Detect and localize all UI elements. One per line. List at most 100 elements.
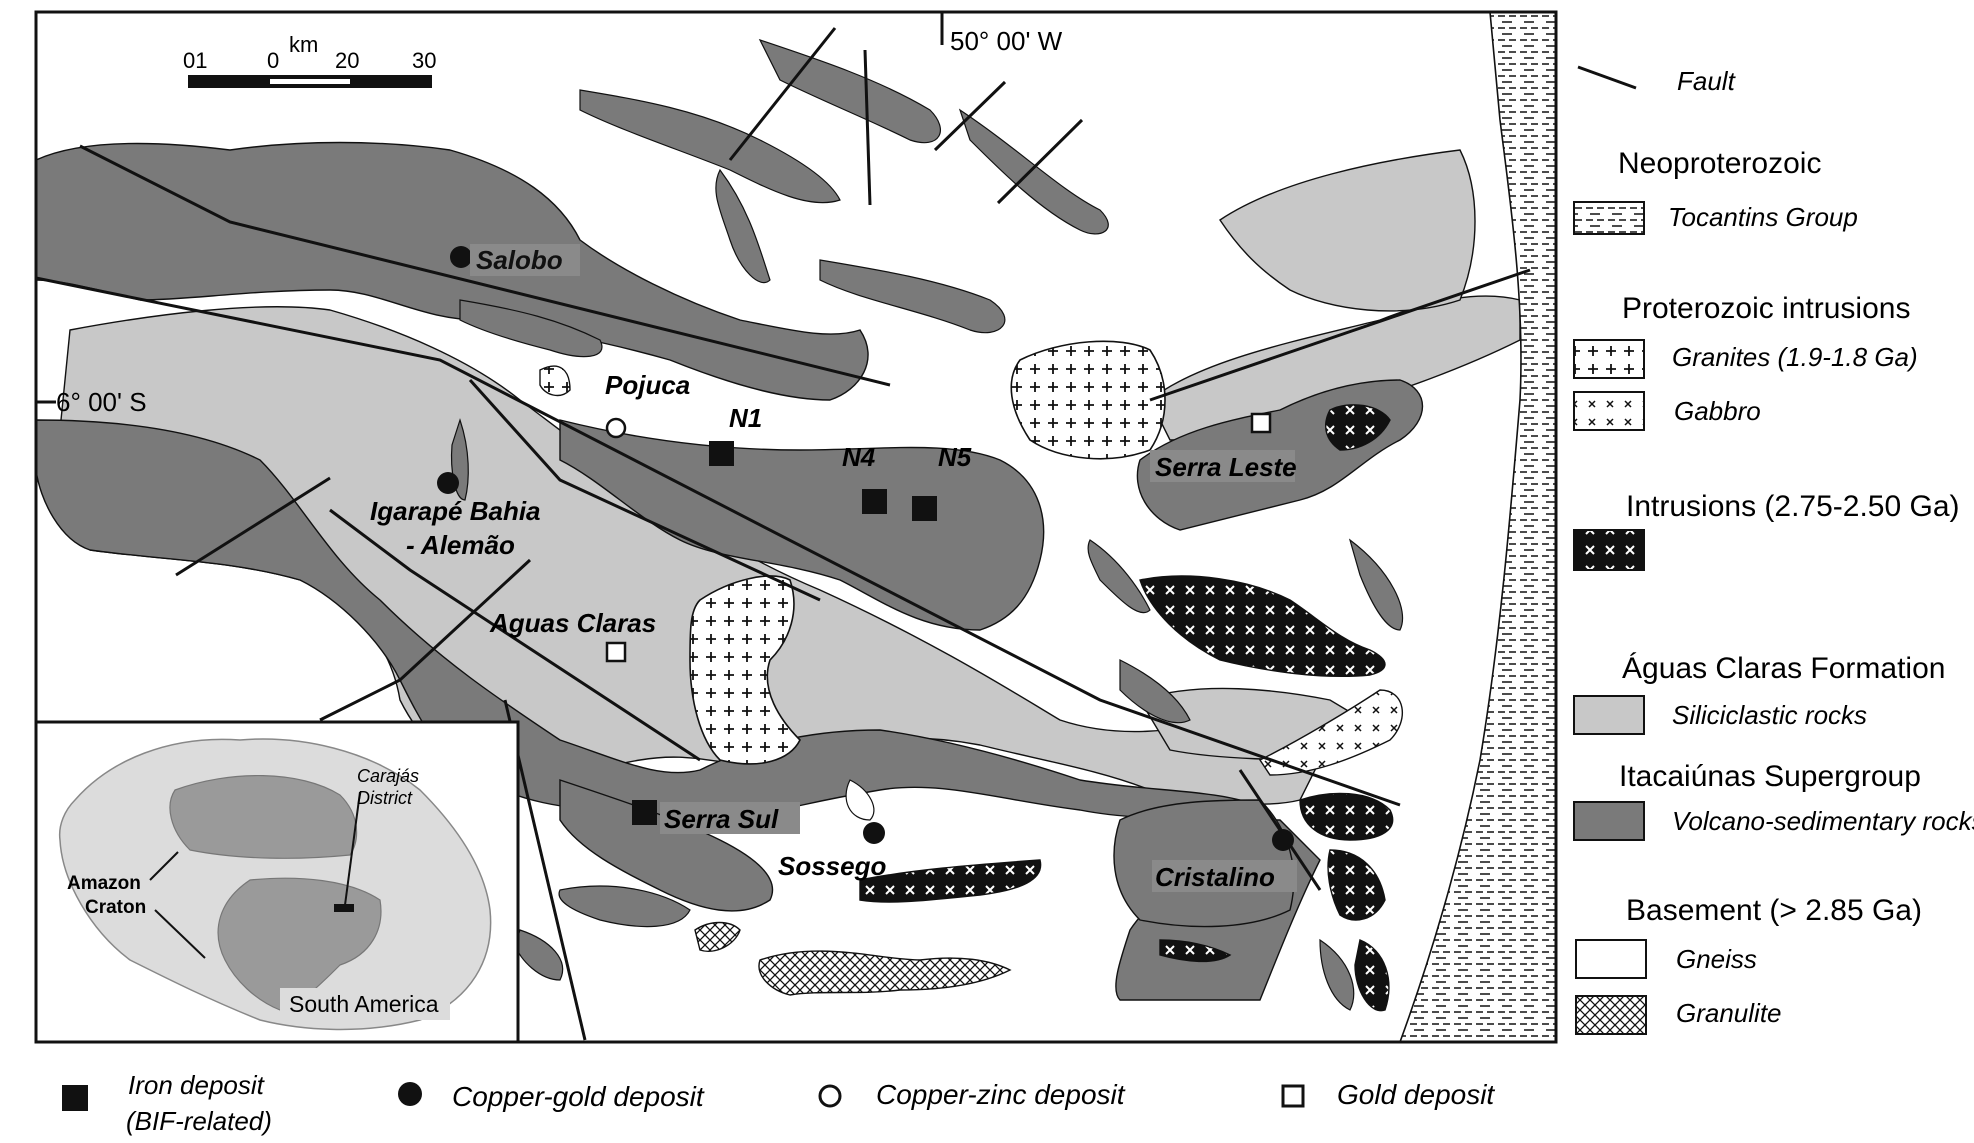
scale-unit: km	[289, 32, 318, 57]
ridge-6	[459, 299, 603, 358]
label-aguas-claras: Aguas Claras	[489, 608, 656, 638]
legend-granites: Granites (1.9-1.8 Ga)	[1672, 342, 1918, 372]
scale-tick-4: 30	[412, 48, 436, 73]
label-igarape-line2: - Alemão	[406, 530, 515, 560]
inset-continent-label: South America	[289, 991, 439, 1017]
legend-basement: Basement (> 2.85 Ga)	[1626, 894, 1922, 927]
meridian-label: 50° 00' W	[950, 26, 1063, 56]
iron-marker-n1	[709, 441, 734, 466]
scale-bar: 01 0 km 20 30	[183, 32, 436, 88]
legend-fault: Fault	[1677, 66, 1737, 96]
legend-copper-zinc-symbol	[818, 1084, 842, 1108]
fault-7	[319, 558, 532, 722]
iron-marker-n4	[862, 489, 887, 514]
intrusion-body-east-2	[1327, 849, 1386, 921]
label-sossego: Sossego	[778, 851, 886, 881]
granite-body-central	[689, 575, 801, 765]
ridge-5	[715, 168, 771, 284]
deposit-labels: Salobo Pojuca N1 N4 N5 Serra Leste Igara…	[370, 245, 1297, 892]
legend-intrusions: Intrusions (2.75-2.50 Ga)	[1626, 490, 1960, 523]
legend-iron-symbol	[62, 1085, 88, 1111]
legend-tocantins-swatch	[1573, 201, 1645, 235]
ridge-4	[819, 259, 1006, 334]
fault-4	[468, 378, 821, 602]
legend-proterozoic-intrusions: Proterozoic intrusions	[1622, 292, 1910, 325]
inset-district-marker	[334, 904, 354, 912]
fault-lines	[36, 27, 1531, 1041]
copper-gold-marker-salobo	[450, 246, 472, 268]
intrusion-body-east-1	[1299, 792, 1394, 841]
granulite-body-small	[694, 921, 741, 952]
scale-tick-2: 0	[267, 48, 279, 73]
ridge-1	[579, 89, 841, 204]
gabbro-body	[1258, 689, 1404, 776]
legend-gold-symbol	[1281, 1084, 1305, 1108]
inset-district-line1: Carajás	[357, 766, 419, 786]
tocantins-strip	[1399, 12, 1556, 1042]
iron-marker-serra-sul	[632, 800, 657, 825]
parallel-label: 6° 00' S	[56, 387, 147, 417]
label-n4: N4	[842, 442, 876, 472]
label-n1: N1	[729, 403, 762, 433]
fault-6	[175, 476, 331, 577]
legend-aguas-claras-formation: Águas Claras Formation	[1622, 652, 1945, 685]
fault-12	[996, 118, 1084, 205]
right-legend: Fault Neoproterozoic Tocantins Group Pro…	[1573, 65, 1974, 1035]
copper-gold-marker-igarape	[437, 472, 459, 494]
legend-volcano-swatch	[1573, 801, 1645, 841]
inset-craton-line1: Amazon	[67, 873, 141, 894]
legend-granites-swatch	[1573, 339, 1645, 379]
legend-iron-line1: Iron deposit	[128, 1070, 266, 1100]
location-inset: Carajás District Amazon Craton South Ame…	[36, 720, 520, 1042]
label-pojuca: Pojuca	[605, 370, 690, 400]
label-serra-leste: Serra Leste	[1155, 452, 1297, 482]
ridge-8	[1348, 538, 1404, 631]
legend-gold: Gold deposit	[1337, 1079, 1495, 1110]
legend-intrusions-swatch	[1573, 529, 1645, 571]
legend-copper-zinc: Copper-zinc deposit	[876, 1079, 1126, 1110]
legend-copper-gold: Copper-gold deposit	[452, 1081, 705, 1112]
copper-gold-marker-cristalino	[1272, 829, 1294, 851]
fault-10	[863, 49, 872, 206]
legend-fault-symbol	[1577, 65, 1637, 90]
gold-marker-serra-leste	[1250, 412, 1272, 434]
intrusion-body-serra-leste	[1324, 404, 1391, 451]
volcano-unit-north-belt	[36, 141, 869, 401]
legend-gabbro-swatch	[1573, 391, 1645, 431]
label-cristalino: Cristalino	[1155, 862, 1275, 892]
inset-district-line2: District	[357, 788, 413, 808]
legend-neoproterozoic: Neoproterozoic	[1618, 147, 1821, 180]
ridge-11	[514, 929, 564, 981]
deposit-markers	[437, 246, 1294, 851]
legend-gneiss: Gneiss	[1676, 944, 1757, 974]
label-boxes	[470, 244, 1297, 892]
ridge-12	[1319, 938, 1355, 1011]
legend-tocantins: Tocantins Group	[1668, 202, 1858, 232]
map-frame	[34, 10, 1558, 1044]
label-salobo: Salobo	[476, 245, 563, 275]
legend-siliciclastic-swatch	[1573, 695, 1645, 735]
legend-granulite-swatch	[1575, 995, 1647, 1035]
legend-gabbro: Gabbro	[1674, 396, 1761, 426]
ridge-9	[1119, 659, 1191, 724]
iron-marker-n5	[912, 496, 937, 521]
scale-tick-1: 01	[183, 48, 207, 73]
siliciclastic-unit-north	[1219, 149, 1476, 312]
volcano-unit-central	[559, 419, 1045, 631]
legend-volcano: Volcano-sedimentary rocks	[1672, 806, 1974, 836]
fault-9	[728, 27, 837, 161]
fault-2	[36, 276, 1401, 807]
label-serra-sul: Serra Sul	[664, 804, 779, 834]
granite-body-north	[1010, 340, 1166, 460]
intrusion-body-sossego	[859, 859, 1042, 903]
granite-body-small	[539, 365, 571, 397]
ridge-10	[558, 885, 691, 928]
ridge-3	[958, 108, 1109, 235]
ridge-7	[1087, 539, 1151, 614]
label-igarape-line1: Igarapé Bahia	[370, 496, 541, 526]
fault-3	[1149, 268, 1531, 402]
intrusion-body-east-3	[1354, 939, 1390, 1012]
copper-zinc-marker-pojuca	[605, 417, 627, 439]
inset-craton-line2: Craton	[85, 897, 146, 918]
